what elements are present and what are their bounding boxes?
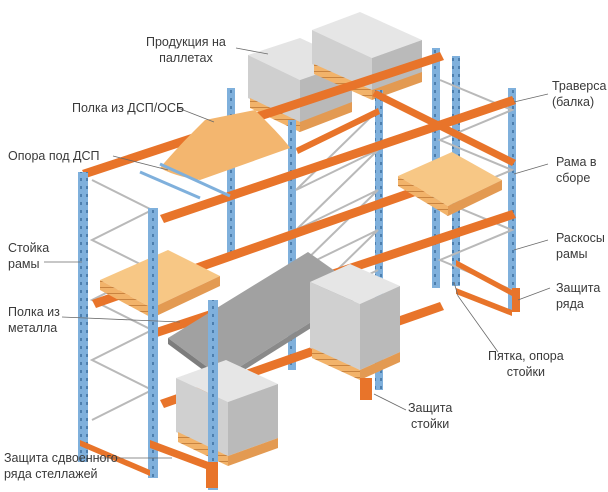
label-frame-bracing: Раскосы рамы [556, 231, 605, 261]
leader-lines [44, 47, 551, 459]
cargo-box-bottom-left [176, 360, 278, 466]
label-metal-shelf: Полка из металла [8, 305, 60, 335]
front-uprights [78, 172, 218, 490]
label-support-chipboard: Опора под ДСП [8, 149, 100, 163]
label-frame-upright: Стойка рамы [8, 241, 50, 271]
label-row-protection: Защита ряда [556, 281, 601, 311]
protections [80, 260, 520, 488]
label-double-row-protection: Защита сдвоенного ряда стеллажей [4, 451, 118, 481]
label-shelf-chipboard: Полка из ДСП/ОСБ [72, 101, 185, 115]
chipboard-shelf [160, 110, 290, 180]
label-beam: Траверса (балка) [552, 79, 607, 109]
pallet-left [100, 250, 220, 318]
pallet-right [398, 152, 502, 216]
label-foot-plate: Пятка, опора стойки [488, 349, 564, 379]
label-upright-protection: Защита стойки [408, 401, 453, 431]
cargo-box-bottom-right [310, 264, 400, 380]
label-products-on-pallets: Продукция на паллетах [146, 35, 226, 65]
chipboard-support-rods [139, 162, 231, 200]
label-assembled-frame: Рама в сборе [556, 155, 597, 185]
